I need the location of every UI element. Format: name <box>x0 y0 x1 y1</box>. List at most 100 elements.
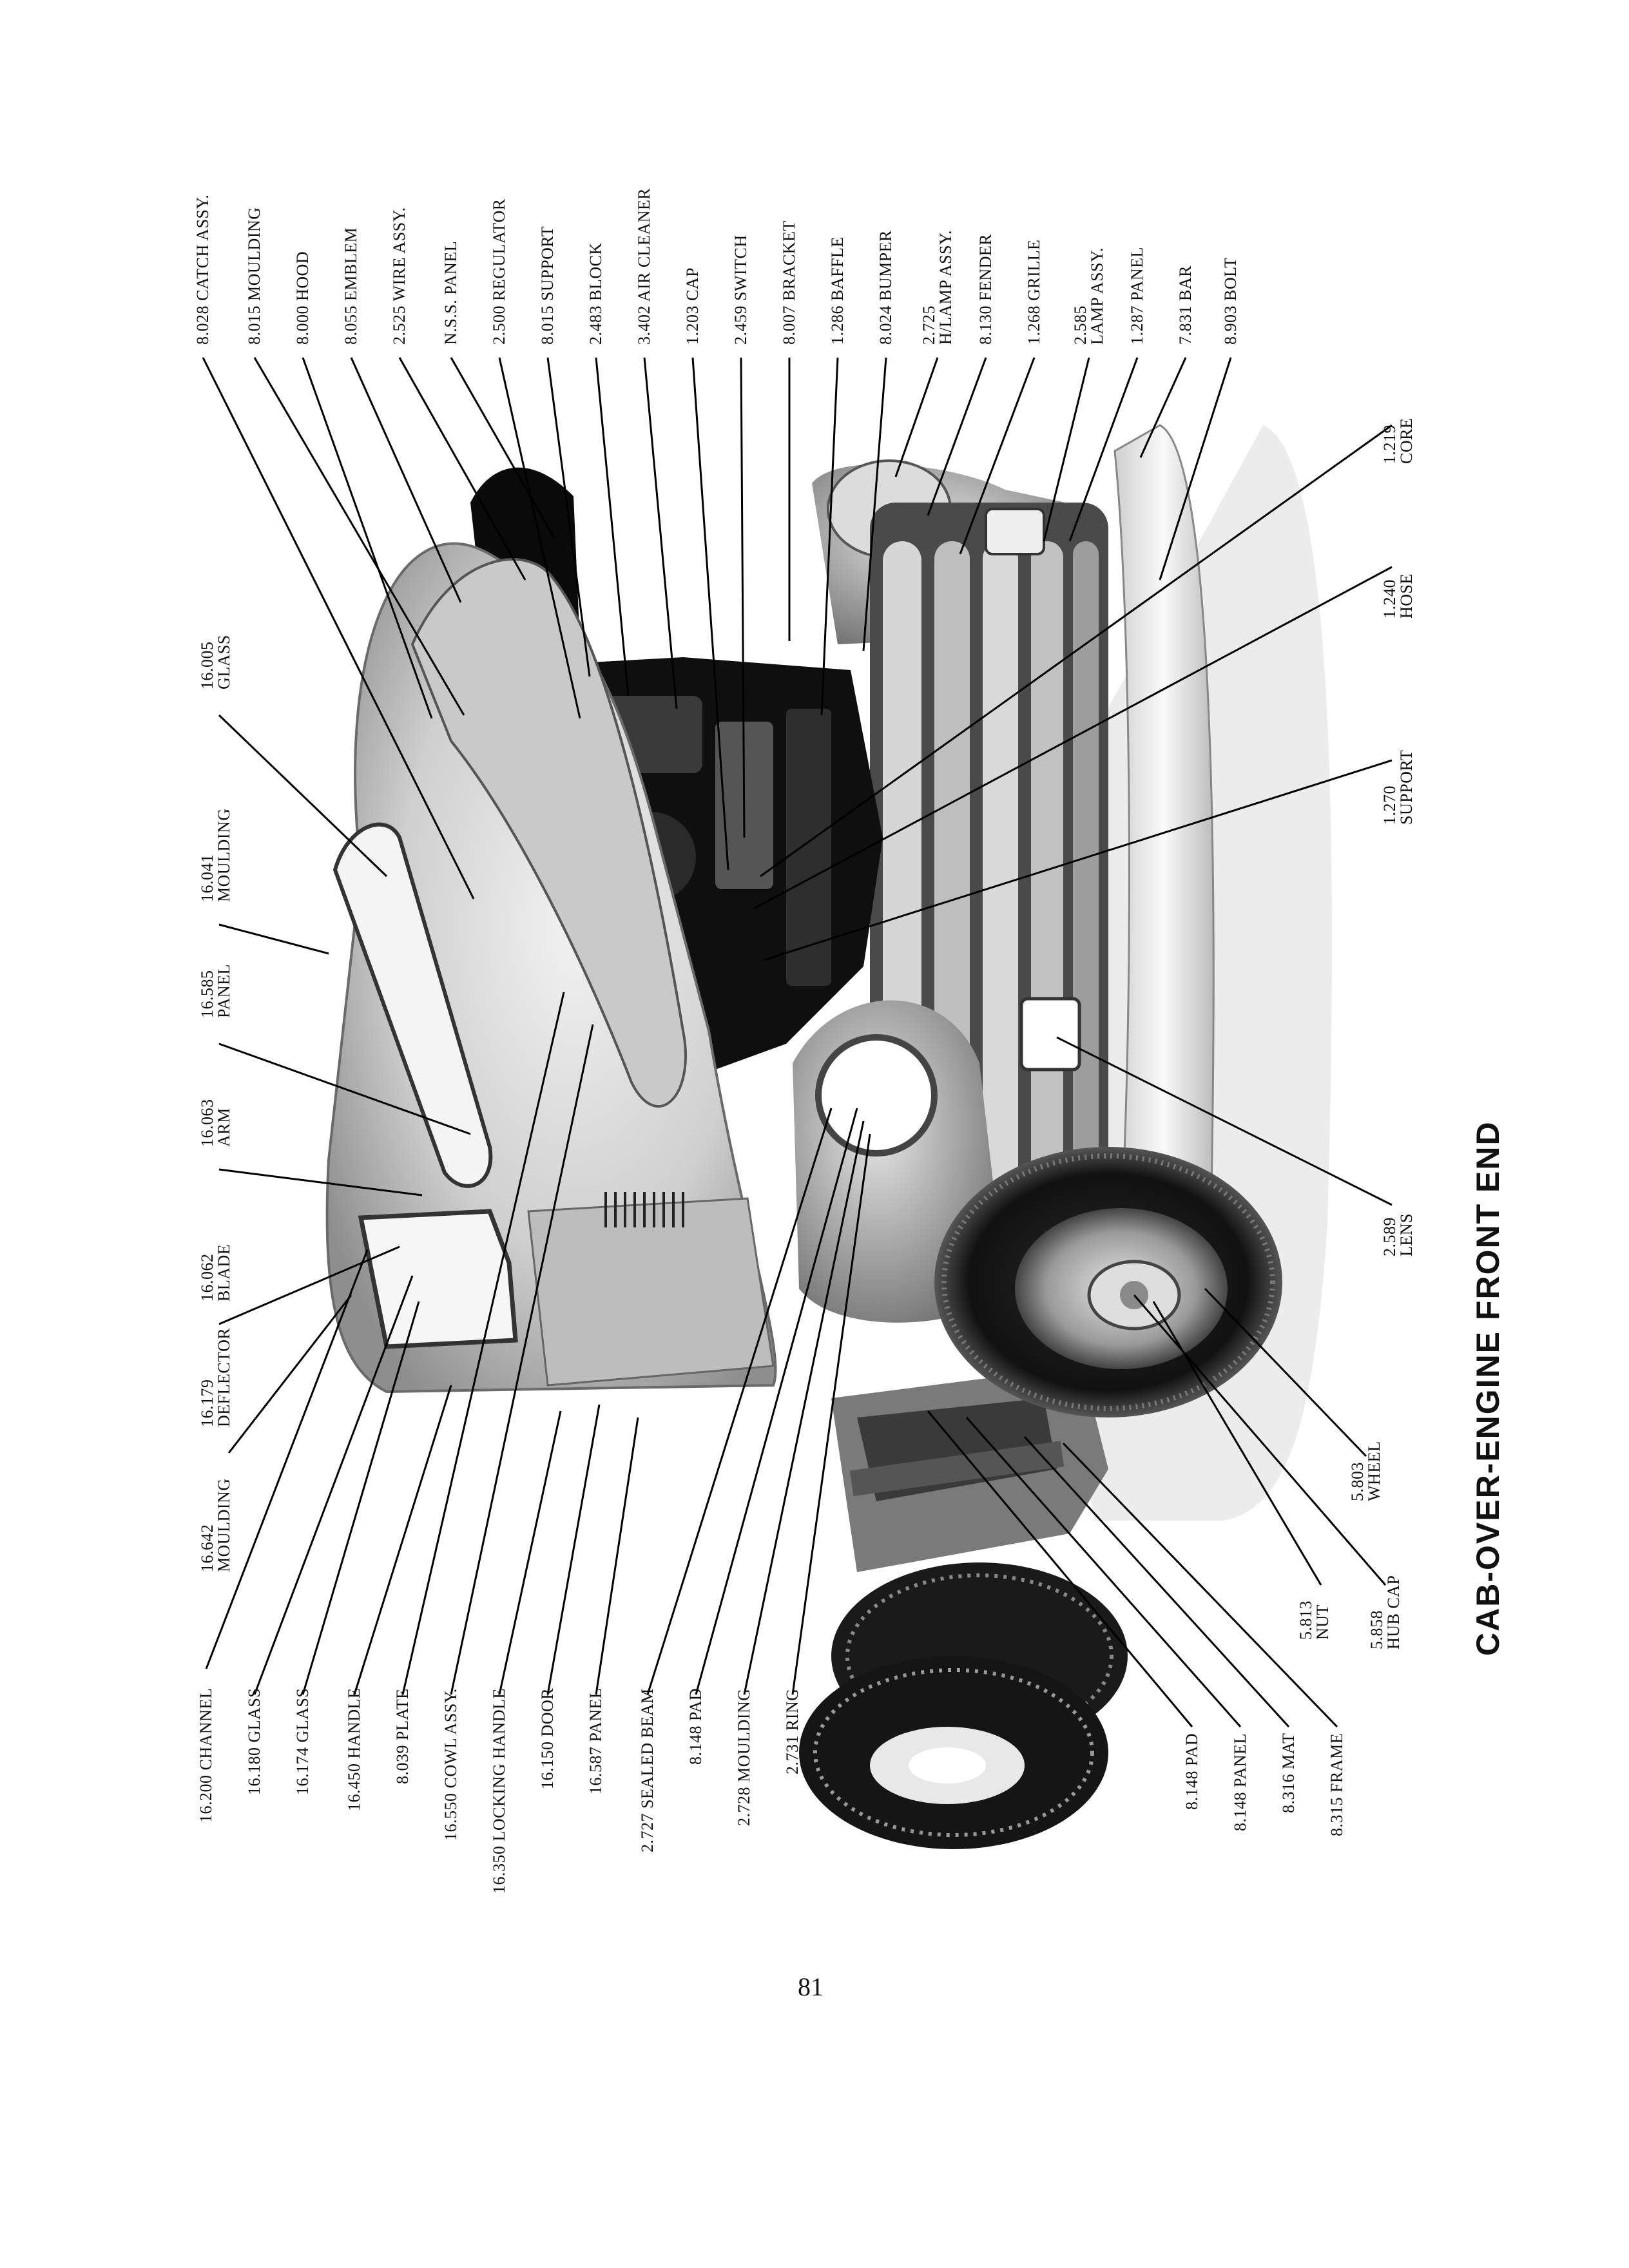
parking-lamp-upper <box>985 508 1045 555</box>
callout-label: 16.550 COWL ASSY. <box>441 1688 460 1841</box>
callout-part-number: 2.728 MOULDING <box>735 1688 753 1826</box>
callout-part-number: 2.525 WIRE ASSY. <box>390 207 409 345</box>
callout-part-number: 8.015 MOULDING <box>245 207 264 345</box>
callout-label: 8.024 BUMPER <box>876 230 895 345</box>
cab-body <box>325 542 777 1394</box>
callout-label: 16.587 PANEL <box>586 1688 605 1794</box>
callout-part-number: 8.316 MAT <box>1279 1733 1298 1813</box>
callout-label: 1.203 CAP <box>683 267 702 345</box>
callout-label: 8.015 MOULDING <box>245 207 264 345</box>
callout-part-number: 1.286 BAFFLE <box>828 236 847 345</box>
callout-label: 8.315 FRAME <box>1327 1733 1346 1836</box>
callout-part-number: 16.179 <box>198 1379 217 1428</box>
callout-part-number: 16.062 <box>198 1253 217 1302</box>
callout-label: 8.007 BRACKET <box>780 220 798 345</box>
callout-part-number: 16.550 COWL ASSY. <box>441 1688 460 1841</box>
callout-part-number: 16.150 DOOR <box>538 1687 557 1789</box>
callout-label: 2.500 REGULATOR <box>490 198 508 345</box>
callout-part-number: 1.287 PANEL <box>1128 247 1146 345</box>
page-title: CAB-OVER-ENGINE FRONT END <box>1470 1120 1506 1656</box>
callout-part-name: WHEEL <box>1365 1441 1383 1501</box>
windshield <box>333 822 493 1188</box>
callout-part-number: 2.725 <box>920 305 938 345</box>
callout-part-number: 8.024 BUMPER <box>876 230 895 345</box>
callout-part-name: DEFLECTOR <box>215 1327 233 1427</box>
callout-part-number: 8.000 HOOD <box>293 251 312 345</box>
callout-part-number: 7.831 BAR <box>1176 265 1195 345</box>
parking-lamp-lower <box>1019 997 1081 1072</box>
rear-dual-tires <box>799 1562 1128 1849</box>
callout-part-number: 2.500 REGULATOR <box>490 198 508 345</box>
callout-label: 16.350 LOCKING HANDLE <box>490 1688 508 1894</box>
callout-part-name: BLADE <box>215 1244 233 1302</box>
callout-part-number: N.S.S. PANEL <box>441 240 460 345</box>
callout-part-number: 16.450 HANDLE <box>345 1687 363 1811</box>
callout-part-number: 8.148 PAD <box>686 1687 705 1765</box>
leader-lines <box>202 357 1393 1728</box>
callout-part-number: 2.727 SEALED BEAM <box>638 1688 657 1852</box>
callout-label: 16.450 HANDLE <box>345 1687 363 1811</box>
callout-part-number: 8.007 BRACKET <box>780 220 798 345</box>
callout-part-name: PANEL <box>215 964 233 1018</box>
callout-label: 8.055 EMBLEM <box>342 227 360 345</box>
lifted-cab-panel <box>410 558 687 1108</box>
callout-part-number: 3.402 AIR CLEANER <box>635 187 653 345</box>
callout-part-number: 8.130 FENDER <box>976 233 995 345</box>
callout-label: 2.728 MOULDING <box>735 1688 753 1826</box>
callout-label: 8.316 MAT <box>1279 1733 1298 1813</box>
callout-part-number: 1.240 <box>1380 579 1399 619</box>
cab-door <box>527 1197 775 1387</box>
callout-part-number: 5.803 <box>1348 1462 1367 1501</box>
callout-part-number: 8.015 SUPPORT <box>538 226 557 345</box>
callout-label: 8.148 PAD <box>686 1687 705 1765</box>
callout-label: 2.459 SWITCH <box>731 235 750 345</box>
callout-part-number: 16.005 <box>198 641 217 690</box>
callout-label: 16.150 DOOR <box>538 1687 557 1789</box>
callout-part-number: 5.858 <box>1367 1610 1386 1649</box>
sealed-beam-headlamp <box>815 1034 938 1157</box>
callout-part-number: 16.642 <box>198 1524 217 1573</box>
callout-part-name: MOULDING <box>215 808 233 902</box>
callout-label: 8.015 SUPPORT <box>538 226 557 345</box>
callout-label: 8.039 PLATE <box>393 1688 412 1785</box>
callout-part-number: 8.055 EMBLEM <box>342 227 360 345</box>
callout-label: 7.831 BAR <box>1176 265 1195 345</box>
callout-part-number: 16.180 GLASS <box>245 1687 264 1795</box>
callout-label: 16.200 CHANNEL <box>197 1687 215 1823</box>
callout-label: 1.286 BAFFLE <box>828 236 847 345</box>
callout-label: 8.130 FENDER <box>976 233 995 345</box>
callout-label: 2.483 BLOCK <box>586 242 605 345</box>
callout-label: 8.148 PANEL <box>1231 1733 1249 1831</box>
callout-part-number: 8.315 FRAME <box>1327 1733 1346 1836</box>
callout-part-name: NUT <box>1313 1604 1332 1640</box>
cowl-vent <box>604 1192 684 1227</box>
callout-part-number: 16.174 GLASS <box>293 1687 312 1795</box>
page-number: 81 <box>798 1972 824 2001</box>
callout-part-number: 1.268 GRILLE <box>1025 239 1043 345</box>
callout-label: 16.180 GLASS <box>245 1687 264 1795</box>
callout-part-name: MOULDING <box>215 1478 233 1572</box>
callout-part-number: 8.039 PLATE <box>393 1688 412 1785</box>
callout-part-number: 1.203 CAP <box>683 267 702 345</box>
callout-label: 8.148 PAD <box>1182 1733 1201 1810</box>
callout-part-number: 16.200 CHANNEL <box>197 1687 215 1823</box>
callout-label: 1.268 GRILLE <box>1025 239 1043 345</box>
callout-part-number: 16.585 <box>198 970 217 1019</box>
callout-label: 8.028 CATCH ASSY. <box>193 195 212 345</box>
callout-part-number: 16.350 LOCKING HANDLE <box>490 1688 508 1894</box>
callout-part-name: HUB CAP <box>1384 1575 1403 1649</box>
front-wheel <box>934 1147 1282 1418</box>
callout-label: 3.402 AIR CLEANER <box>635 187 653 345</box>
callout-part-name: H/LAMP ASSY. <box>936 230 955 345</box>
callout-part-number: 1.270 <box>1380 785 1399 825</box>
callout-label: 2.727 SEALED BEAM <box>638 1688 657 1852</box>
